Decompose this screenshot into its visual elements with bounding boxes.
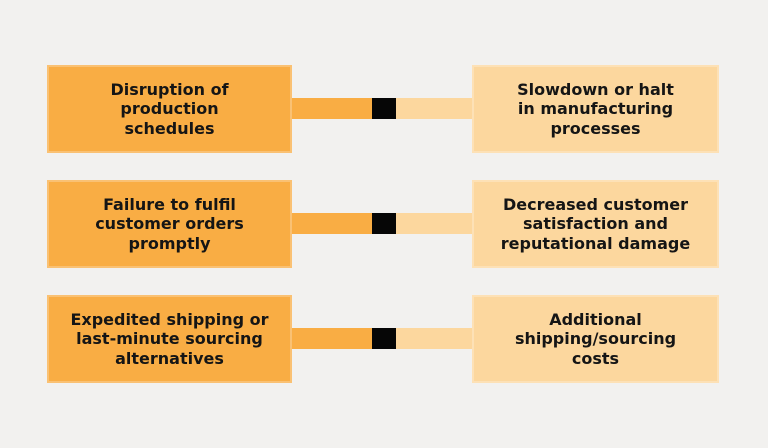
connector-effect-segment — [396, 98, 472, 119]
connector-cause-segment — [292, 213, 372, 234]
effect-box: Decreased customer satisfaction and repu… — [472, 180, 719, 268]
cause-box: Failure to fulfil customer orders prompt… — [47, 180, 292, 268]
effect-box: Slowdown or halt in manufacturing proces… — [472, 65, 719, 153]
cause-box: Disruption of production schedules — [47, 65, 292, 153]
connector-cause-segment — [292, 98, 372, 119]
diagram-row: Failure to fulfil customer orders prompt… — [0, 180, 768, 268]
diagram-row: Disruption of production schedules Slowd… — [0, 65, 768, 153]
connector — [292, 98, 472, 119]
connector-effect-segment — [396, 328, 472, 349]
connector-node — [372, 328, 396, 349]
connector — [292, 213, 472, 234]
connector-node — [372, 98, 396, 119]
cause-box: Expedited shipping or last-minute sourci… — [47, 295, 292, 383]
connector-cause-segment — [292, 328, 372, 349]
effect-box: Additional shipping/sourcing costs — [472, 295, 719, 383]
diagram-row: Expedited shipping or last-minute sourci… — [0, 295, 768, 383]
connector — [292, 328, 472, 349]
connector-node — [372, 213, 396, 234]
connector-effect-segment — [396, 213, 472, 234]
